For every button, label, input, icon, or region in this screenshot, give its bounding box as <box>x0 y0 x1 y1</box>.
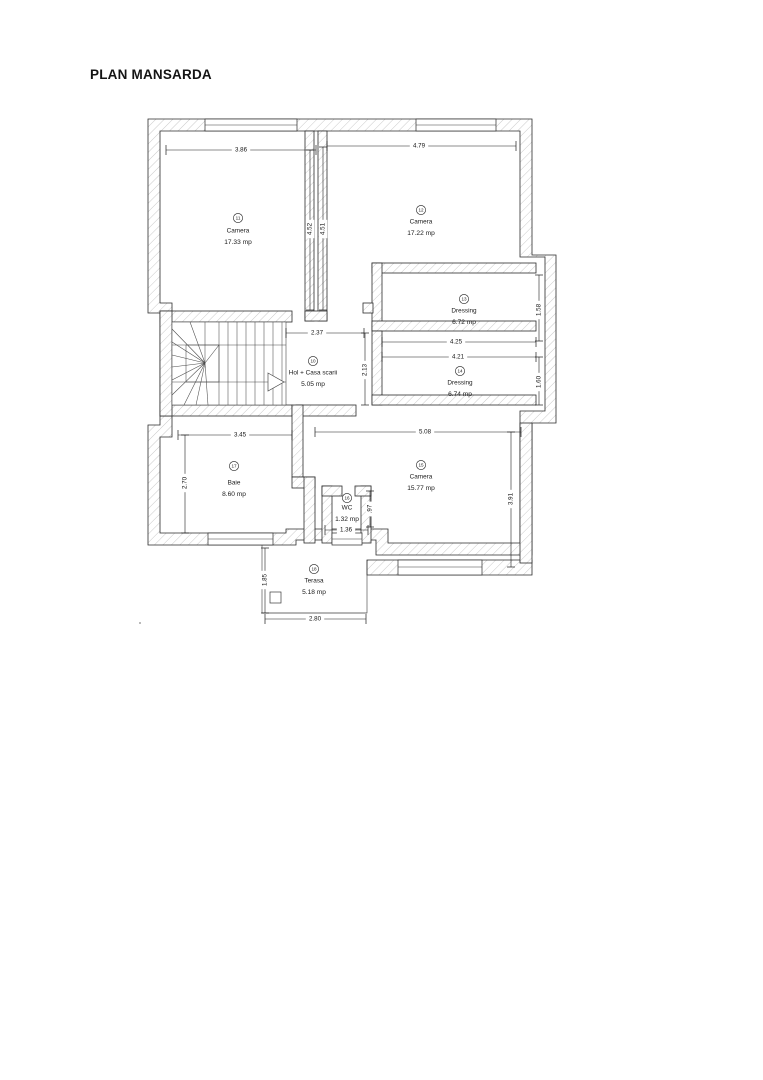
dimension-terasa-height: 1.85 <box>262 573 269 586</box>
staircase <box>171 321 287 406</box>
room-area: 5.05 mp <box>301 381 325 388</box>
room-badge-circle <box>455 366 465 376</box>
dimension-terasa-width: 2.80 <box>309 616 322 623</box>
partition-baie-right <box>291 404 316 544</box>
room-name: Dressing <box>451 308 477 315</box>
partition-dressing-block <box>362 262 537 406</box>
room-badge-number: 18 <box>311 567 317 572</box>
terrace-walls <box>366 559 533 576</box>
dimension-hall-top-width: 2.37 <box>311 330 324 337</box>
dimension-label-bg <box>336 525 356 535</box>
dimension-label-bg <box>230 430 250 440</box>
dimension-dressing14-width: 4.21 <box>452 354 465 361</box>
dimension-label-bg <box>506 489 516 509</box>
room-area: 5.18 mp <box>302 589 326 596</box>
window-openings-top <box>204 118 497 132</box>
room-area: 17.33 mp <box>224 239 252 246</box>
dimension-label-bg <box>260 570 270 590</box>
room-badge-circle <box>459 294 469 304</box>
dimension-label-bg <box>534 372 544 392</box>
window-opening-baie <box>207 532 274 546</box>
room-badge-number: 12 <box>418 208 424 213</box>
room-badge-number: 17 <box>231 464 237 469</box>
dimension-wc-height: .97 <box>367 504 374 513</box>
room-badge-circle <box>416 205 426 215</box>
dimension-label-bg <box>446 337 466 347</box>
stair-shaft-walls <box>159 310 173 417</box>
room-badge-number: 10 <box>310 359 316 364</box>
dimension-label-bg <box>534 300 544 320</box>
dimension-top-right-width: 4.79 <box>413 143 426 150</box>
dimension-label-bg <box>307 328 327 338</box>
room-name: Camera <box>410 219 433 226</box>
room-area: 8.60 mp <box>222 491 246 498</box>
dimension-label-bg <box>305 219 315 239</box>
dimension-dressing13-width: 4.25 <box>450 339 463 346</box>
dimension-labels: 3.86 4.79 4.52 4.51 2.37 4.25 1.58 4.21 1.60 2.13… <box>180 141 544 624</box>
room-badge-circle <box>309 564 319 574</box>
dimension-label-bg <box>305 614 325 624</box>
dimension-label-bg <box>448 352 468 362</box>
dimension-dressing14-height: 1.60 <box>536 375 543 388</box>
room-badge-circle <box>233 213 243 223</box>
room-name: WC <box>342 505 353 512</box>
room-area: 1.32 mp <box>335 516 359 523</box>
dimension-label-bg <box>365 501 375 517</box>
room-name: Camera <box>410 474 433 481</box>
dimension-label-bg <box>415 427 435 437</box>
terrace-outline <box>261 545 368 614</box>
dimension-room15-height: 3.91 <box>508 492 515 505</box>
dimension-room12-height: 4.51 <box>320 222 327 235</box>
dimension-hall-height: 2.13 <box>362 363 369 376</box>
room-area: 6.74 mp <box>448 391 472 398</box>
stray-mark <box>139 622 141 624</box>
terrace-marker <box>269 591 282 604</box>
right-wall-lower <box>519 422 533 564</box>
stair-direction-arrow <box>267 372 285 392</box>
dimension-label-bg <box>360 360 370 380</box>
dimension-room11-height: 4.52 <box>307 222 314 235</box>
room-badge-number: 15 <box>418 463 424 468</box>
dimension-baie-height: 2.70 <box>182 476 189 489</box>
dimension-baie-width: 3.45 <box>234 432 247 439</box>
room-badge-circle <box>308 356 318 366</box>
room-name: Camera <box>227 228 250 235</box>
room-area: 15.77 mp <box>407 485 435 492</box>
room-area: 6.72 mp <box>452 319 476 326</box>
room-badge-number: 14 <box>457 369 463 374</box>
room-badge-number: 16 <box>344 496 350 501</box>
dimension-room15-width: 5.08 <box>419 429 432 436</box>
window-opening-wc <box>331 532 363 546</box>
dimension-label-bg <box>409 141 429 151</box>
dimension-wc-width: 1.36 <box>340 527 353 534</box>
room-area: 17.22 mp <box>407 230 435 237</box>
room-name: Baie <box>228 480 241 487</box>
room-name: Terasa <box>304 578 324 585</box>
room-badge-number: 13 <box>461 297 467 302</box>
room-badge-circle <box>342 493 352 503</box>
dimension-label-bg <box>180 473 190 493</box>
dimension-dressing13-height: 1.58 <box>536 303 543 316</box>
room-name: Dressing <box>447 380 473 387</box>
page-title: PLAN MANSARDA <box>90 67 212 82</box>
dimension-top-left-width: 3.86 <box>235 147 248 154</box>
room-badge-number: 11 <box>236 216 241 221</box>
room-badge-circle <box>416 460 426 470</box>
dimension-label-bg <box>318 219 328 239</box>
room-name: Hol + Casa scarii <box>289 370 337 377</box>
dimension-label-bg <box>231 145 251 155</box>
room-badge-circle <box>229 461 239 471</box>
